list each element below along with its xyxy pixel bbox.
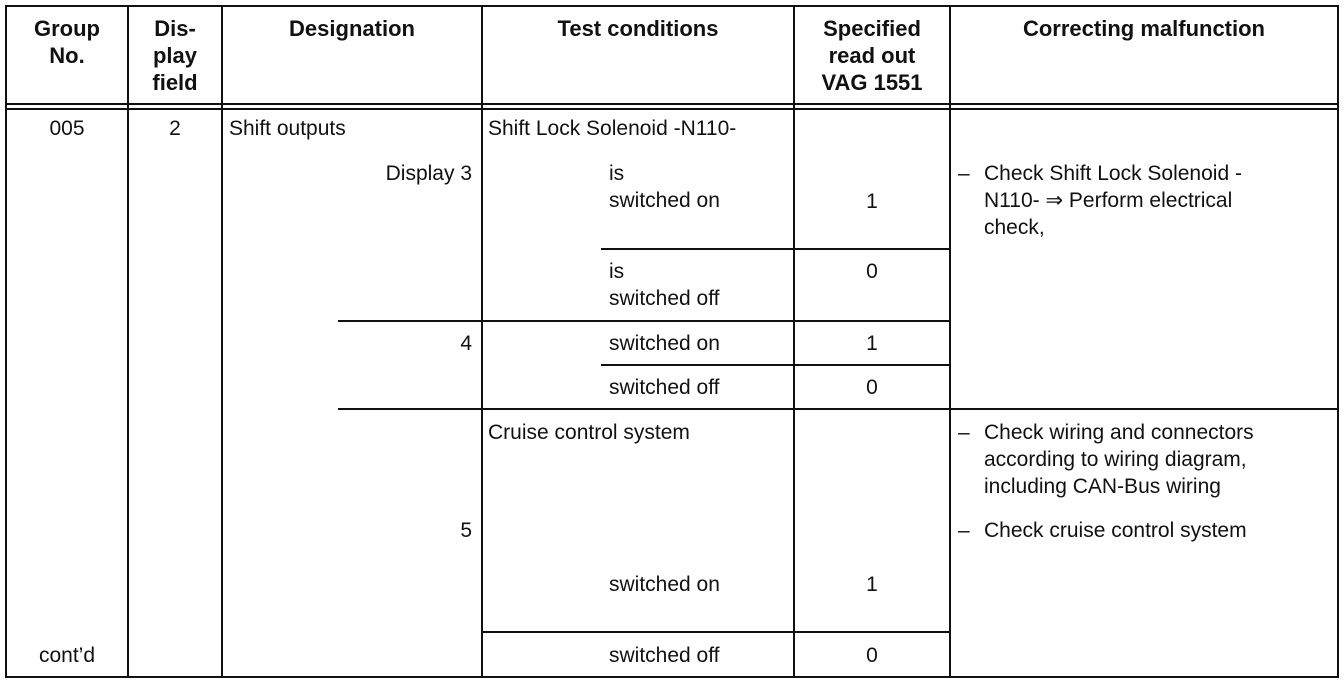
header-specified-line3: VAG 1551 [821, 70, 923, 95]
d3-is-off-text: is [609, 260, 625, 283]
continued-label: cont’d [38, 644, 96, 667]
display-4-label: 4 [460, 332, 472, 355]
col-sep-4 [793, 5, 795, 678]
table-border-right [1337, 5, 1339, 678]
value-d4-off: 0 [866, 376, 878, 399]
d3-is-switched-off: is switched off [609, 258, 720, 312]
correction-cruise-system-dash: – [958, 519, 970, 542]
cruise-control-title: Cruise control system [488, 421, 690, 444]
correction-cruise-wiring-line2: according to wiring diagram, [984, 448, 1247, 471]
col-sep-1 [127, 5, 129, 678]
correction-shift-lock-line1: Check Shift Lock Solenoid - [984, 162, 1242, 185]
table-border-left [5, 5, 7, 678]
header-designation: Designation [289, 16, 415, 41]
correction-shift-lock: – Check Shift Lock Solenoid - N110- ⇒ Pe… [958, 160, 1328, 244]
value-d3-off: 0 [866, 260, 878, 283]
value-d5-off: 0 [866, 644, 878, 667]
header-test-conditions: Test conditions [557, 16, 719, 41]
d4-switched-on: switched on [609, 332, 720, 355]
header-specified-readout: Specified read out VAG 1551 [795, 15, 949, 96]
correction-shift-lock-dash: – [958, 162, 970, 185]
d3-is-text: is [609, 162, 625, 185]
correction-cruise-wiring: – Check wiring and connectors according … [958, 419, 1328, 503]
correction-shift-lock-line2: N110- ⇒ Perform electrical [984, 189, 1233, 212]
col-sep-5 [949, 5, 951, 678]
header-specified-line1: Specified [823, 16, 921, 41]
correction-cruise-system-text: Check cruise control system [984, 517, 1247, 544]
d3-is-switched-on: is switched on [609, 160, 720, 214]
col-sep-2 [221, 5, 223, 678]
display-field-number: 2 [169, 117, 181, 140]
shift-lock-solenoid-title: Shift Lock Solenoid -N110- [488, 117, 737, 140]
rule-d4-top [338, 320, 950, 322]
correction-cruise-system: – Check cruise control system [958, 517, 1328, 547]
value-d5-on: 1 [866, 573, 878, 596]
d5-switched-on: switched on [609, 573, 720, 596]
d5-switched-off: switched off [609, 644, 720, 667]
d3-switched-on-text: switched on [609, 189, 720, 212]
header-specified-line2: read out [828, 43, 916, 68]
correction-cruise-wiring-text: Check wiring and connectors according to… [984, 419, 1254, 500]
header-display-field-line1: Dis- [154, 16, 196, 41]
table-border-top [5, 5, 1339, 7]
value-d3-on: 1 [866, 190, 878, 213]
table-border-bottom [5, 676, 1339, 678]
header-correcting-malfunction: Correcting malfunction [1022, 16, 1265, 41]
correction-cruise-system-line1: Check cruise control system [984, 519, 1247, 542]
header-group-no-line2: No. [49, 43, 85, 68]
d4-switched-off: switched off [609, 376, 720, 399]
correction-cruise-wiring-line3: including CAN-Bus wiring [984, 475, 1221, 498]
col-sep-3 [481, 5, 483, 678]
correction-shift-lock-line3: check, [984, 216, 1045, 239]
header-display-field-line3: field [152, 70, 198, 95]
rule-d3-mid [601, 248, 950, 250]
correction-cruise-wiring-dash: – [958, 421, 970, 444]
rule-d4-mid [601, 364, 950, 366]
rule-d5-top [338, 408, 1338, 410]
correction-shift-lock-text: Check Shift Lock Solenoid - N110- ⇒ Perf… [984, 160, 1242, 241]
header-display-field: Dis- play field [129, 15, 221, 96]
group-number: 005 [49, 117, 85, 140]
d3-switched-off-text: switched off [609, 287, 720, 310]
correction-cruise-wiring-line1: Check wiring and connectors [984, 421, 1254, 444]
designation-shift-outputs: Shift outputs [229, 117, 346, 140]
header-rule-2 [5, 108, 1339, 110]
rule-d5-mid [483, 631, 950, 633]
header-rule [5, 103, 1339, 105]
header-group-no-line1: Group [34, 16, 100, 41]
header-group-no: Group No. [7, 15, 127, 69]
display-5-label: 5 [460, 519, 472, 542]
value-d4-on: 1 [866, 332, 878, 355]
display-3-label: Display 3 [385, 162, 472, 185]
header-display-field-line2: play [152, 43, 198, 68]
